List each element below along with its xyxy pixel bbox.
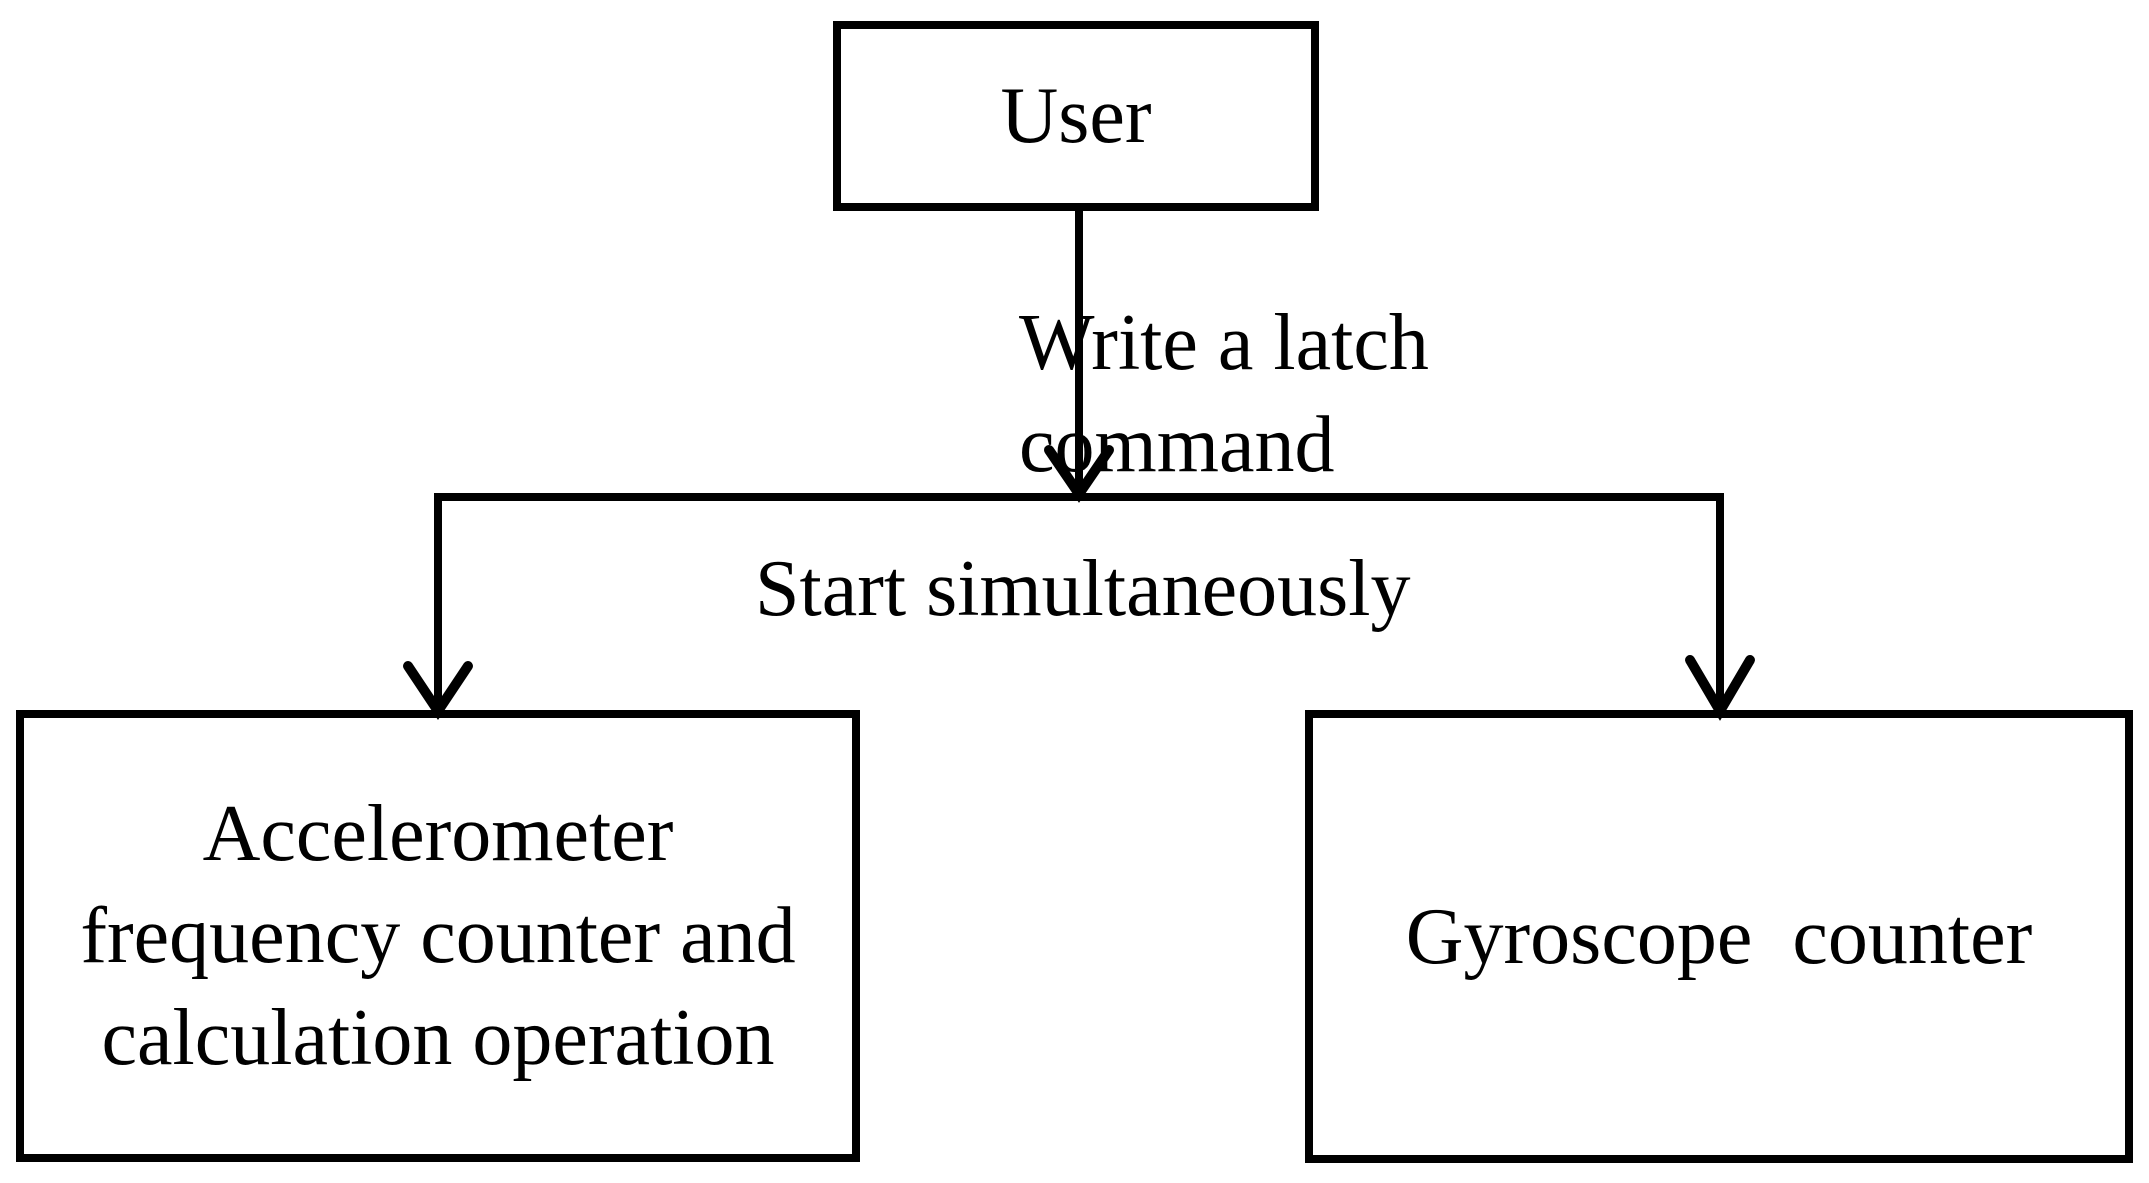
edge-label-write-latch: Write a latch command: [1019, 292, 1719, 496]
edge-label-start-simultaneously: Start simultaneously: [755, 538, 1455, 640]
node-gyroscope-counter: Gyroscope counter: [1305, 710, 2133, 1163]
node-accelerometer-counter-label: Accelerometer frequency counter and calc…: [80, 790, 796, 1082]
node-user: User: [833, 21, 1319, 211]
node-gyroscope-counter-label: Gyroscope counter: [1405, 892, 2033, 981]
edge-label-write-latch-text: Write a latch command: [1019, 299, 1429, 489]
node-accelerometer-counter: Accelerometer frequency counter and calc…: [16, 710, 860, 1162]
node-user-label: User: [1000, 72, 1152, 160]
edge-label-start-simultaneously-text: Start simultaneously: [755, 545, 1411, 633]
